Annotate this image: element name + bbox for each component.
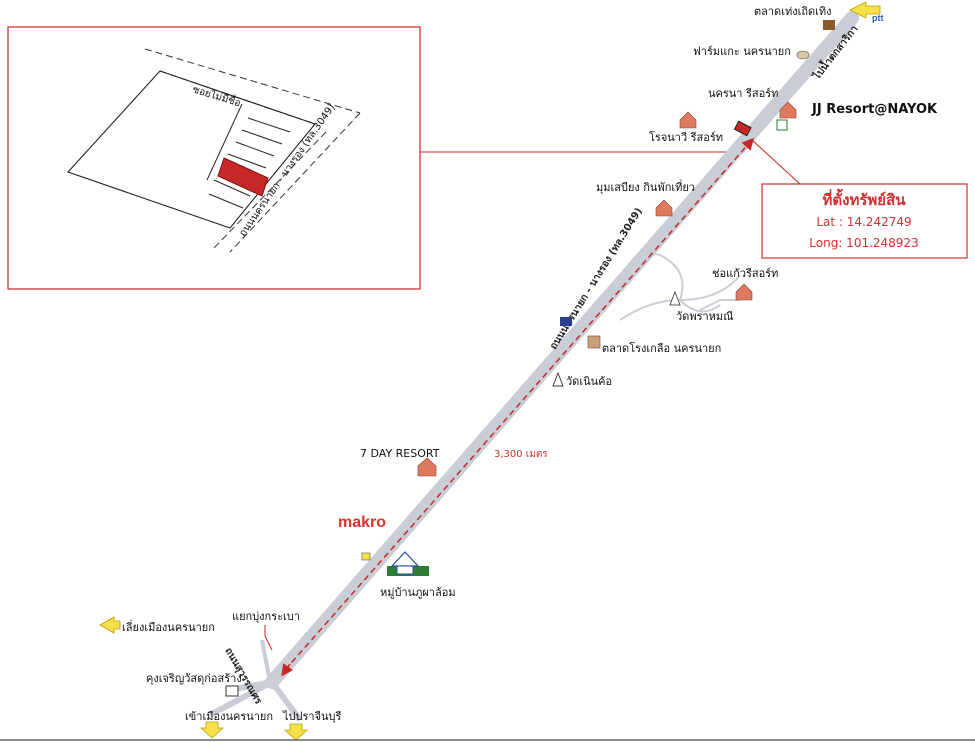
landmark-label: ตลาดโรงเกลือ นครนายก (602, 341, 721, 355)
landmark-moo-baan: หมู่บ้านภูผาล้อม (380, 551, 456, 599)
location-long: Long: 101.248923 (809, 236, 918, 250)
restaurant-icon (655, 199, 673, 217)
resort-icon (779, 101, 797, 119)
hotel-icon (776, 119, 788, 131)
landmark-rojanawee-resort: โรจนาวี รีสอร์ท (649, 130, 723, 144)
landmark-to-prachinburi: ไปปราจีนบุรี (282, 710, 342, 741)
arrow-down-icon (199, 721, 225, 739)
market-icon (587, 335, 601, 349)
inset-map: ซอยไม่มีชื่อ ถนนนครนายก - นางรอง (ทล.304… (7, 26, 421, 290)
landmark-seven-day-resort: 7 DAY RESORT (360, 447, 440, 477)
arrow-down-icon (283, 723, 309, 741)
landmark-label: เข้าเมืองนครนายก (185, 710, 273, 723)
landmark-label: 7 DAY RESORT (360, 447, 440, 460)
landmark-label: โรจนาวี รีสอร์ท (649, 130, 723, 144)
landmark-talad-teng: ตลาดเท่งเถิดเทิง (754, 5, 835, 30)
landmark-yaek: แยกบุ่งกระเบา (232, 610, 300, 651)
landmark-label: ตลาดเท่งเถิดเทิง (754, 5, 832, 18)
location-title: ที่ตั้งทรัพย์สิน (823, 188, 907, 209)
makro-logo: makro (338, 514, 386, 531)
landmark-label: คุงเจริญวัสดุก่อสร้าง (146, 672, 242, 685)
ptt-logo-icon: ptt (872, 13, 884, 23)
landmark-to-city: เข้าเมืองนครนายก (185, 710, 273, 739)
route-line (284, 137, 754, 671)
landmark-wat-nern-kor: วัดเนินค้อ (552, 371, 612, 388)
village-icon (390, 551, 420, 567)
landmark-kungcharoen: คุงเจริญวัสดุก่อสร้าง (146, 672, 242, 697)
ptt-station: ptt (872, 13, 884, 23)
market-icon (823, 20, 835, 30)
landmark-nakhonna-resort: นครนา รีสอร์ท (679, 87, 797, 131)
resort-icon (735, 283, 753, 301)
landmark-talad-rongkluea: ตลาดโรงเกลือ นครนายก (560, 317, 721, 355)
landmark-label: ช่อแก้วรีสอร์ท (712, 267, 778, 280)
resort-icon (417, 457, 437, 477)
distance-label: 3,300 เมตร (494, 449, 548, 460)
location-lat: Lat : 14.242749 (816, 215, 911, 229)
landmark-label: ฟาร์มแกะ นครนายก (693, 45, 791, 58)
landmark-label: วัดพราหมณี (676, 310, 733, 323)
landmark-farm-kae: ฟาร์มแกะ นครนายก (693, 45, 810, 60)
landmark-bypass: เลี่ยงเมืองนครนายก (99, 616, 215, 634)
arrow-top (849, 1, 881, 19)
landmark-mum-sabiang: มุมเสบียง กินพักเที่ยว (596, 179, 695, 217)
landmark-label: ไปปราจีนบุรี (282, 710, 342, 723)
property-plot-inset (217, 157, 269, 197)
resort-icon (679, 111, 697, 129)
landmark-label: เลี่ยงเมืองนครนายก (122, 619, 215, 634)
landmark-label: หมู่บ้านภูผาล้อม (380, 586, 456, 599)
sheep-icon (796, 50, 810, 60)
side-roads (619, 253, 741, 321)
landmark-label: แยกบุ่งกระเบา (232, 610, 300, 623)
temple-icon (552, 371, 564, 387)
store-icon (361, 552, 371, 561)
property-marker (733, 120, 752, 137)
landmark-label: มุมเสบียง กินพักเที่ยว (596, 179, 695, 194)
landmark-label: วัดเนินค้อ (566, 375, 612, 388)
landmark-label: นครนา รีสอร์ท (708, 87, 778, 100)
temple-icon (669, 290, 681, 306)
landmark-chokaew-resort: ช่อแก้วรีสอร์ท (712, 267, 778, 301)
building-icon (225, 685, 239, 697)
location-info-box: ที่ตั้งทรัพย์สิน Lat : 14.242749 Long: 1… (751, 139, 968, 259)
hotel-icon (560, 317, 572, 326)
arrow-left-icon (99, 616, 121, 634)
landmark-wat-phrahommanee: วัดพราหมณี (669, 290, 733, 323)
property-label: JJ Resort@NAYOK (811, 102, 938, 117)
landmark-makro: makro (338, 514, 386, 561)
